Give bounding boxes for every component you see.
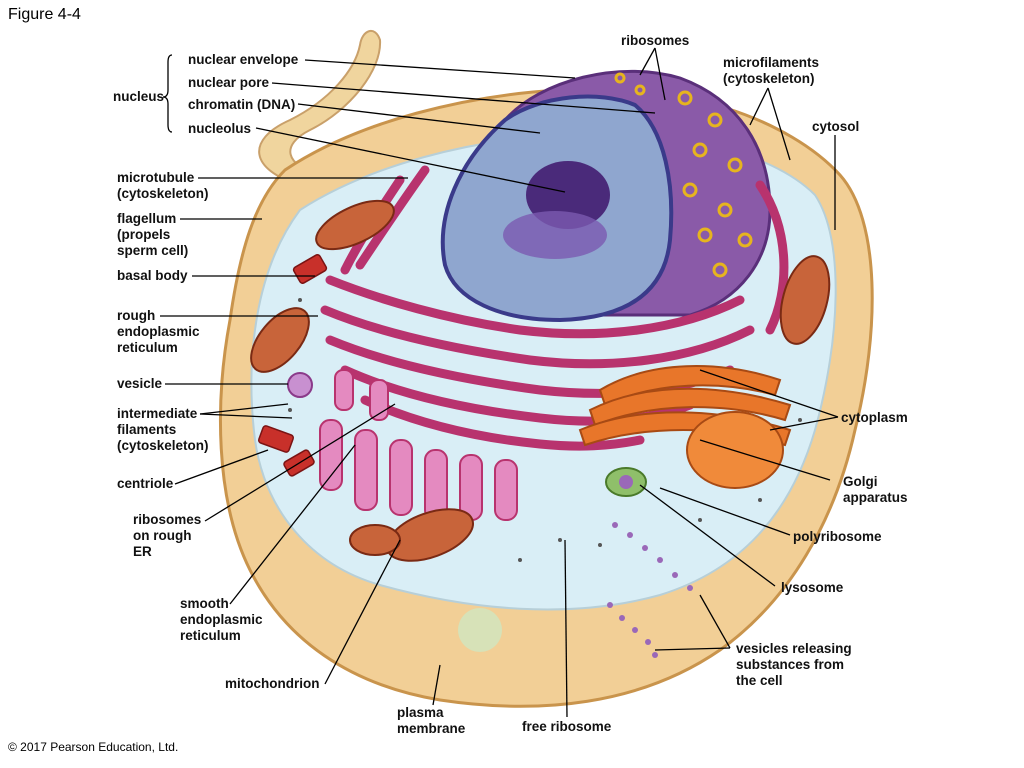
label-mitochondrion: mitochondrion xyxy=(225,676,320,691)
label-cytoplasm: cytoplasm xyxy=(841,410,908,425)
label-ribosomes: ribosomes xyxy=(621,33,690,48)
label-centriole: centriole xyxy=(117,476,174,491)
label-free-ribosome: free ribosome xyxy=(522,719,612,734)
nucleolus-lower xyxy=(503,211,607,259)
label-nuclear-pore: nuclear pore xyxy=(188,75,270,90)
nuclear-ribosomes xyxy=(614,72,753,278)
label-vesicles-releasing: vesicles releasing substances from the c… xyxy=(736,641,852,688)
label-nuclear-envelope: nuclear envelope xyxy=(188,52,299,67)
label-cytosol: cytosol xyxy=(812,119,860,134)
label-polyribosome: polyribosome xyxy=(793,529,882,544)
label-intermediate-filaments: intermediate filaments (cytoskeleton) xyxy=(117,406,209,453)
label-basal-body: basal body xyxy=(117,268,188,283)
label-nucleolus: nucleolus xyxy=(188,121,252,136)
label-plasma-membrane: plasma membrane xyxy=(397,705,466,736)
free-ribosomes xyxy=(288,298,802,562)
figure-title: Figure 4-4 xyxy=(8,6,81,23)
label-chromatin: chromatin (DNA) xyxy=(188,97,296,112)
vesicle-green xyxy=(458,608,502,652)
label-vesicle: vesicle xyxy=(117,376,163,391)
lysosome-contents xyxy=(619,475,633,489)
label-microfilaments: microfilaments (cytoskeleton) xyxy=(723,55,820,86)
label-flagellum: flagellum (propels sperm cell) xyxy=(117,211,189,258)
label-ribosomes-on-rough-er: ribosomes on rough ER xyxy=(133,512,202,559)
label-rough-er: rough endoplasmic reticulum xyxy=(117,308,200,355)
mitochondria xyxy=(250,199,831,562)
label-microtubule: microtubule (cytoskeleton) xyxy=(117,170,209,201)
label-smooth-er: smooth endoplasmic reticulum xyxy=(180,596,263,643)
label-lysosome: lysosome xyxy=(781,580,844,595)
flagellum xyxy=(258,30,382,187)
copyright-notice: © 2017 Pearson Education, Ltd. xyxy=(8,740,179,754)
releasing-vesicles xyxy=(607,522,693,658)
vesicle-shape xyxy=(287,372,313,398)
golgi-shape xyxy=(578,365,792,489)
leader-lines xyxy=(160,47,839,718)
label-nucleus: nucleus xyxy=(113,89,165,104)
label-golgi: Golgi apparatus xyxy=(843,474,908,505)
